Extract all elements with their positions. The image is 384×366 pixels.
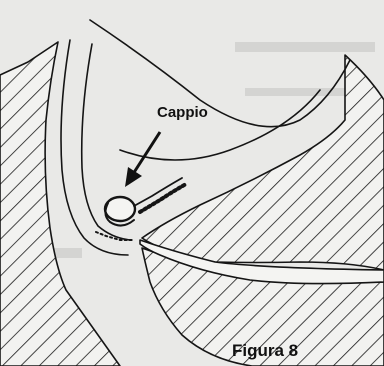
upper-band — [90, 20, 350, 127]
upper-right-hatched-region — [142, 55, 384, 270]
curved-tube-outer — [61, 40, 128, 255]
callout-label: Cappio — [157, 104, 208, 121]
callout-arrow — [125, 132, 160, 187]
figure-caption: Figura 8 — [232, 341, 298, 361]
loop-ring — [105, 197, 135, 221]
left-hatched-wall — [0, 42, 120, 366]
